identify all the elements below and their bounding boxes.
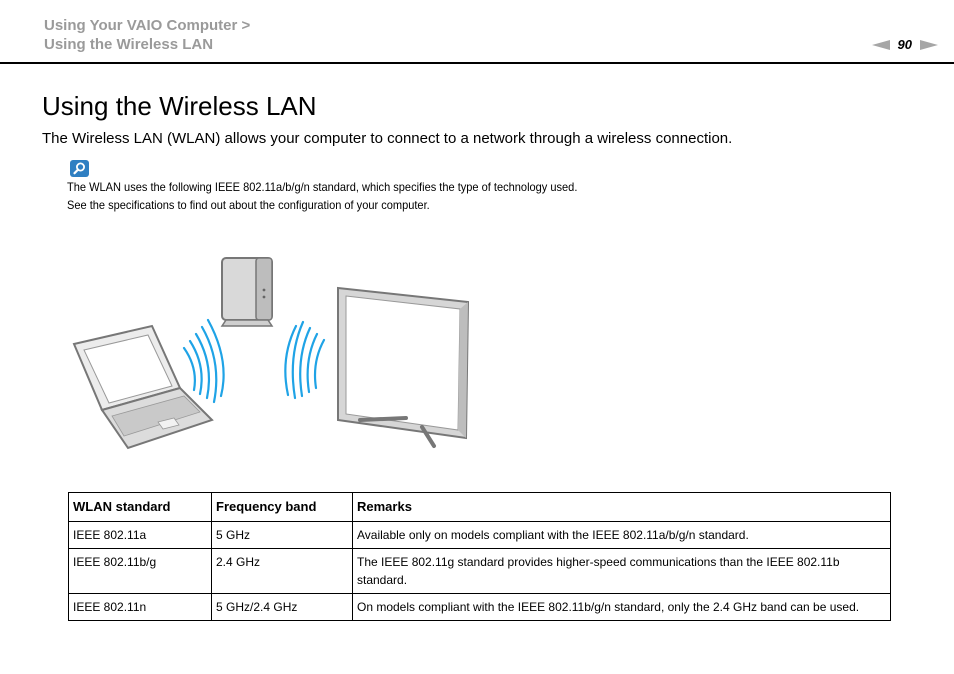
wlan-standard-cell: IEEE 802.11n xyxy=(68,593,212,621)
wireless-signal-icon xyxy=(284,320,326,400)
wireless-signal-icon xyxy=(182,318,225,404)
laptop-icon xyxy=(72,324,214,450)
wireless-lan-illustration xyxy=(72,257,470,450)
next-page-icon[interactable] xyxy=(920,39,938,50)
intro-text: The Wireless LAN (WLAN) allows your comp… xyxy=(42,130,733,147)
wlan-standards-table: WLAN standard Frequency band Remarks IEE… xyxy=(68,492,891,621)
monitor-icon xyxy=(337,286,470,448)
remarks-cell: Available only on models compliant with … xyxy=(352,521,891,549)
frequency-band-cell: 5 GHz/2.4 GHz xyxy=(211,593,353,621)
column-header: WLAN standard xyxy=(68,492,212,522)
page-title: Using the Wireless LAN xyxy=(42,91,317,121)
frequency-band-cell: 5 GHz xyxy=(211,521,353,549)
column-header: Frequency band xyxy=(211,492,353,522)
breadcrumb-line-1[interactable]: Using Your VAIO Computer > xyxy=(44,17,251,34)
note-text: The WLAN uses the following IEEE 802.11a… xyxy=(67,178,577,214)
column-header: Remarks xyxy=(352,492,891,522)
previous-page-icon[interactable] xyxy=(871,39,890,50)
header-divider xyxy=(0,62,954,64)
remarks-cell: The IEEE 802.11g standard provides highe… xyxy=(352,548,891,594)
frequency-band-cell: 2.4 GHz xyxy=(211,548,353,594)
wlan-standard-cell: IEEE 802.11b/g xyxy=(68,548,212,594)
table-row: IEEE 802.11b/g 2.4 GHz The IEEE 802.11g … xyxy=(68,548,891,594)
page-number: 90 xyxy=(897,37,912,52)
breadcrumb: Using Your VAIO Computer > Using the Wir… xyxy=(44,16,250,54)
note-line-2: See the specifications to find out about… xyxy=(67,198,430,212)
remarks-cell: On models compliant with the IEEE 802.11… xyxy=(352,593,891,621)
page-navigator: 90 xyxy=(871,37,938,52)
breadcrumb-line-2[interactable]: Using the Wireless LAN xyxy=(44,36,214,53)
table-header-row: WLAN standard Frequency band Remarks xyxy=(68,492,891,522)
magnifier-icon xyxy=(70,160,89,177)
wlan-standard-cell: IEEE 802.11a xyxy=(68,521,212,549)
note-line-1: The WLAN uses the following IEEE 802.11a… xyxy=(67,180,578,194)
table-row: IEEE 802.11a 5 GHz Available only on mod… xyxy=(68,521,891,549)
access-point-icon xyxy=(220,257,274,327)
table-row: IEEE 802.11n 5 GHz/2.4 GHz On models com… xyxy=(68,593,891,621)
